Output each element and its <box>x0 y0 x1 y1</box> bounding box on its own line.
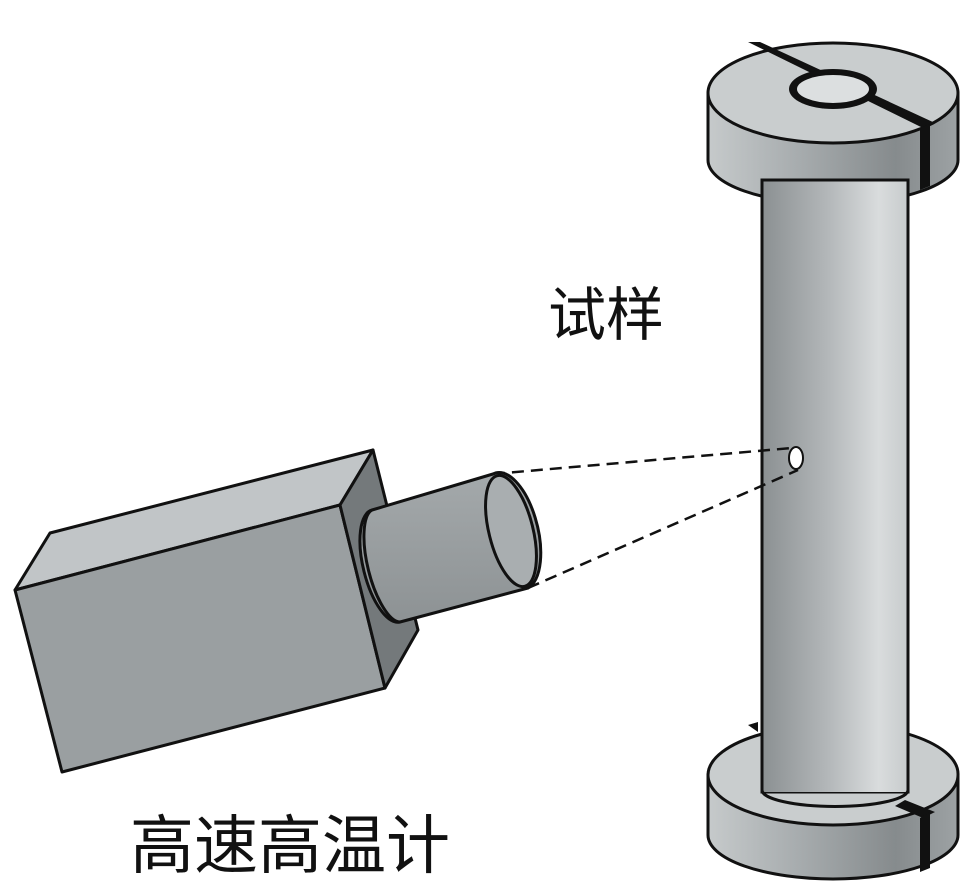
bottom-flange-face <box>706 731 960 827</box>
specimen-label: 试样 <box>548 281 665 349</box>
pyrometer-lens-face <box>484 473 538 589</box>
specimen <box>706 41 960 881</box>
measurement-spot <box>788 446 804 470</box>
bottom-flange-slot <box>748 722 935 818</box>
specimen-rod <box>760 178 910 794</box>
pyrometer-label: 高速高温计 <box>130 810 450 884</box>
sight-lines <box>492 446 799 590</box>
pyrometer <box>13 448 543 774</box>
